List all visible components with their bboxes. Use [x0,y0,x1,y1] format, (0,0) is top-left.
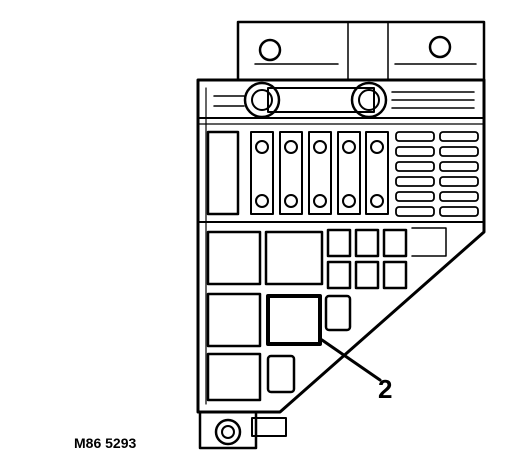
fuse-section [197,130,485,223]
relay-section [206,227,447,402]
relay-large-3 [206,292,262,348]
relay-small-1 [326,228,352,258]
relay-small-8 [266,354,296,394]
relay-small-5 [354,260,380,290]
relay-small-4 [326,260,352,290]
callout-2: 2 [320,338,392,404]
bolt-strip [197,81,485,125]
fuse-1 [250,131,274,215]
callout-label: 2 [378,374,392,404]
fuse-2 [279,131,303,215]
mini-fuse-grid [395,131,479,217]
fuse-3 [308,131,332,215]
relay-small-3 [382,228,408,258]
bracket-hole-left [258,38,282,62]
relay-small-7 [324,294,352,332]
housing-outline [196,78,486,414]
reference-code: M86 5293 [74,435,136,451]
fuse-5 [365,131,389,215]
bracket-hole-right [428,35,452,59]
relay-small-2 [354,228,380,258]
bolt-right [350,81,388,119]
relay-large-4 [206,352,262,402]
relay-large-1 [206,230,262,286]
top-mounting-bracket [236,20,486,82]
relay-large-2 [264,230,324,286]
fuse-4 [337,131,361,215]
relay-small-6 [382,260,408,290]
bottom-mounting-tab [198,410,287,450]
bolt-left [243,81,281,119]
relay-highlighted [266,294,322,346]
